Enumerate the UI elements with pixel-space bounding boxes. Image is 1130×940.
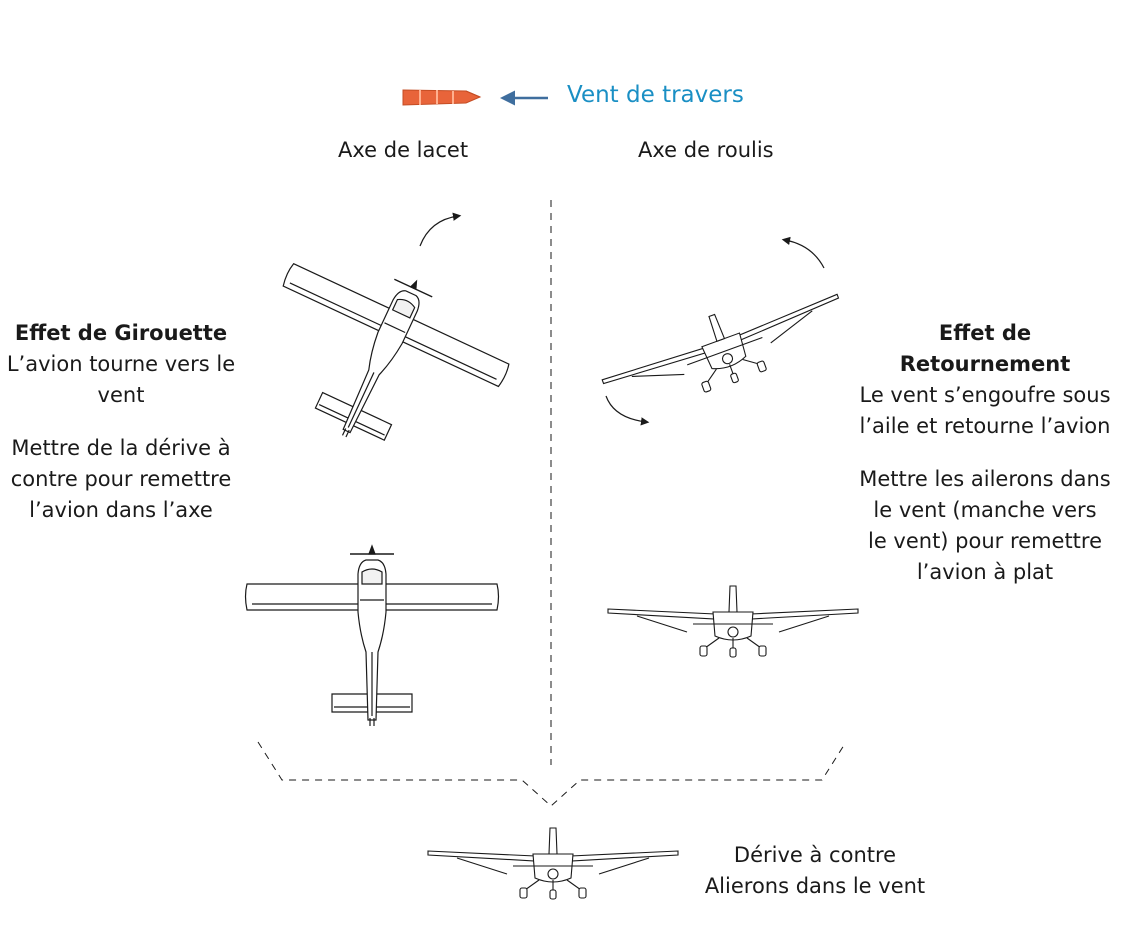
weathervane-action-2: contre pour remettre — [10, 467, 232, 491]
roll-arrow-down — [605, 395, 650, 426]
yawing-airplane — [234, 229, 527, 488]
weathervane-line-2: vent — [97, 383, 145, 407]
yaw-arrow — [419, 212, 462, 247]
bottom-caption: Dérive à contre Alierons dans le vent — [700, 840, 930, 902]
weathervane-action-3: l’avion dans l’axe — [29, 498, 213, 522]
roll-arrow-up — [781, 236, 825, 269]
banked-airplane — [593, 272, 855, 426]
corrected-airplane-top — [244, 545, 500, 727]
rollover-action-4: l’avion à plat — [916, 560, 1054, 584]
rollover-line-1: Le vent s’engoufre sous — [859, 383, 1111, 407]
weathervane-block: Effet de Girouette L’avion tourne vers l… — [0, 318, 242, 526]
rollover-title: Effet de Retournement — [899, 321, 1071, 376]
weathervane-title: Effet de Girouette — [14, 321, 228, 345]
final-airplane-front — [427, 827, 679, 900]
rollover-block: Effet de Retournement Le vent s’engoufre… — [850, 318, 1120, 588]
weathervane-action-1: Mettre de la dérive à — [11, 436, 231, 460]
bottom-line-1: Dérive à contre — [733, 843, 897, 867]
rollover-action-2: le vent (manche vers — [873, 498, 1097, 522]
windsock-icon — [402, 89, 482, 106]
weathervane-line-1: L’avion tourne vers le — [6, 352, 236, 376]
rollover-action-3: le vent) pour remettre — [867, 529, 1102, 553]
merge-bracket — [257, 741, 847, 807]
rollover-line-2: l’aile et retourne l’avion — [859, 414, 1111, 438]
wind-label: Vent de travers — [567, 82, 744, 108]
corrected-airplane-front — [607, 585, 859, 658]
yaw-axis-label: Axe de lacet — [338, 138, 469, 162]
roll-axis-label: Axe de roulis — [638, 138, 774, 162]
rollover-action-1: Mettre les ailerons dans — [859, 467, 1111, 491]
bottom-line-2: Alierons dans le vent — [704, 874, 926, 898]
